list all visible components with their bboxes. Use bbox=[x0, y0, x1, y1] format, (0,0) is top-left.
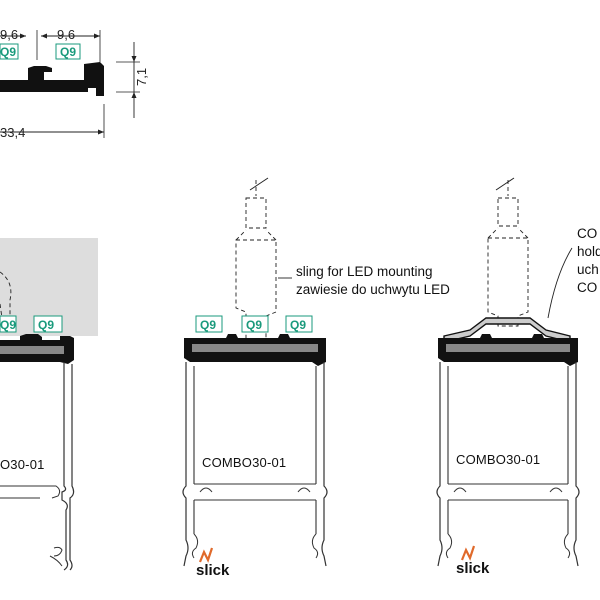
sling-dashed bbox=[245, 197, 267, 229]
quality-badge bbox=[55, 43, 81, 60]
sling-label-en: sling for LED mounting bbox=[296, 264, 433, 279]
profile-name: COMBO30-01 bbox=[202, 455, 286, 470]
quality-label: Q9 bbox=[0, 318, 16, 332]
profile-left: Q9 Q9 O30-01 bbox=[0, 238, 98, 571]
quality-badge bbox=[33, 315, 63, 333]
profile-name: COMBO30-01 bbox=[456, 452, 540, 467]
brand-logo: slick bbox=[456, 560, 490, 577]
quality-label: Q9 bbox=[38, 318, 54, 332]
dim-left-width: 9,6 bbox=[0, 27, 18, 42]
quality-label: Q9 bbox=[246, 318, 262, 332]
quality-badge bbox=[195, 315, 223, 333]
quality-badge bbox=[0, 43, 19, 60]
quality-label: Q9 bbox=[60, 45, 76, 59]
holder-label-line1: CO bbox=[577, 226, 597, 241]
top-profile-detail: 9,6 9,6 Q9 Q9 7,1 33,4 bbox=[0, 27, 149, 140]
holder-label-line4: CO bbox=[577, 280, 597, 295]
quality-badge bbox=[0, 315, 17, 333]
profile-right: CO hold uch CO COMBO30-01 slick bbox=[436, 177, 600, 577]
quality-label: Q9 bbox=[0, 45, 16, 59]
brand-logo: slick bbox=[196, 562, 230, 579]
quality-badge bbox=[285, 315, 313, 333]
holder-label-line2: hold bbox=[577, 244, 600, 259]
quality-label: Q9 bbox=[290, 318, 306, 332]
sling-label-pl: zawiesie do uchwytu LED bbox=[296, 282, 450, 297]
dim-right-width: 9,6 bbox=[57, 27, 75, 42]
quality-label: Q9 bbox=[200, 318, 216, 332]
holder-label-line3: uch bbox=[577, 262, 599, 277]
profile-name: O30-01 bbox=[0, 457, 45, 472]
brand-mark-icon bbox=[460, 545, 476, 561]
dim-total-width: 33,4 bbox=[0, 125, 25, 140]
quality-badge bbox=[241, 315, 269, 333]
brand-mark-icon bbox=[198, 547, 214, 563]
dim-height: 7,1 bbox=[134, 68, 149, 86]
profile-section bbox=[0, 62, 104, 96]
profile-middle: sling for LED mounting zawiesie do uchwy… bbox=[182, 177, 450, 579]
